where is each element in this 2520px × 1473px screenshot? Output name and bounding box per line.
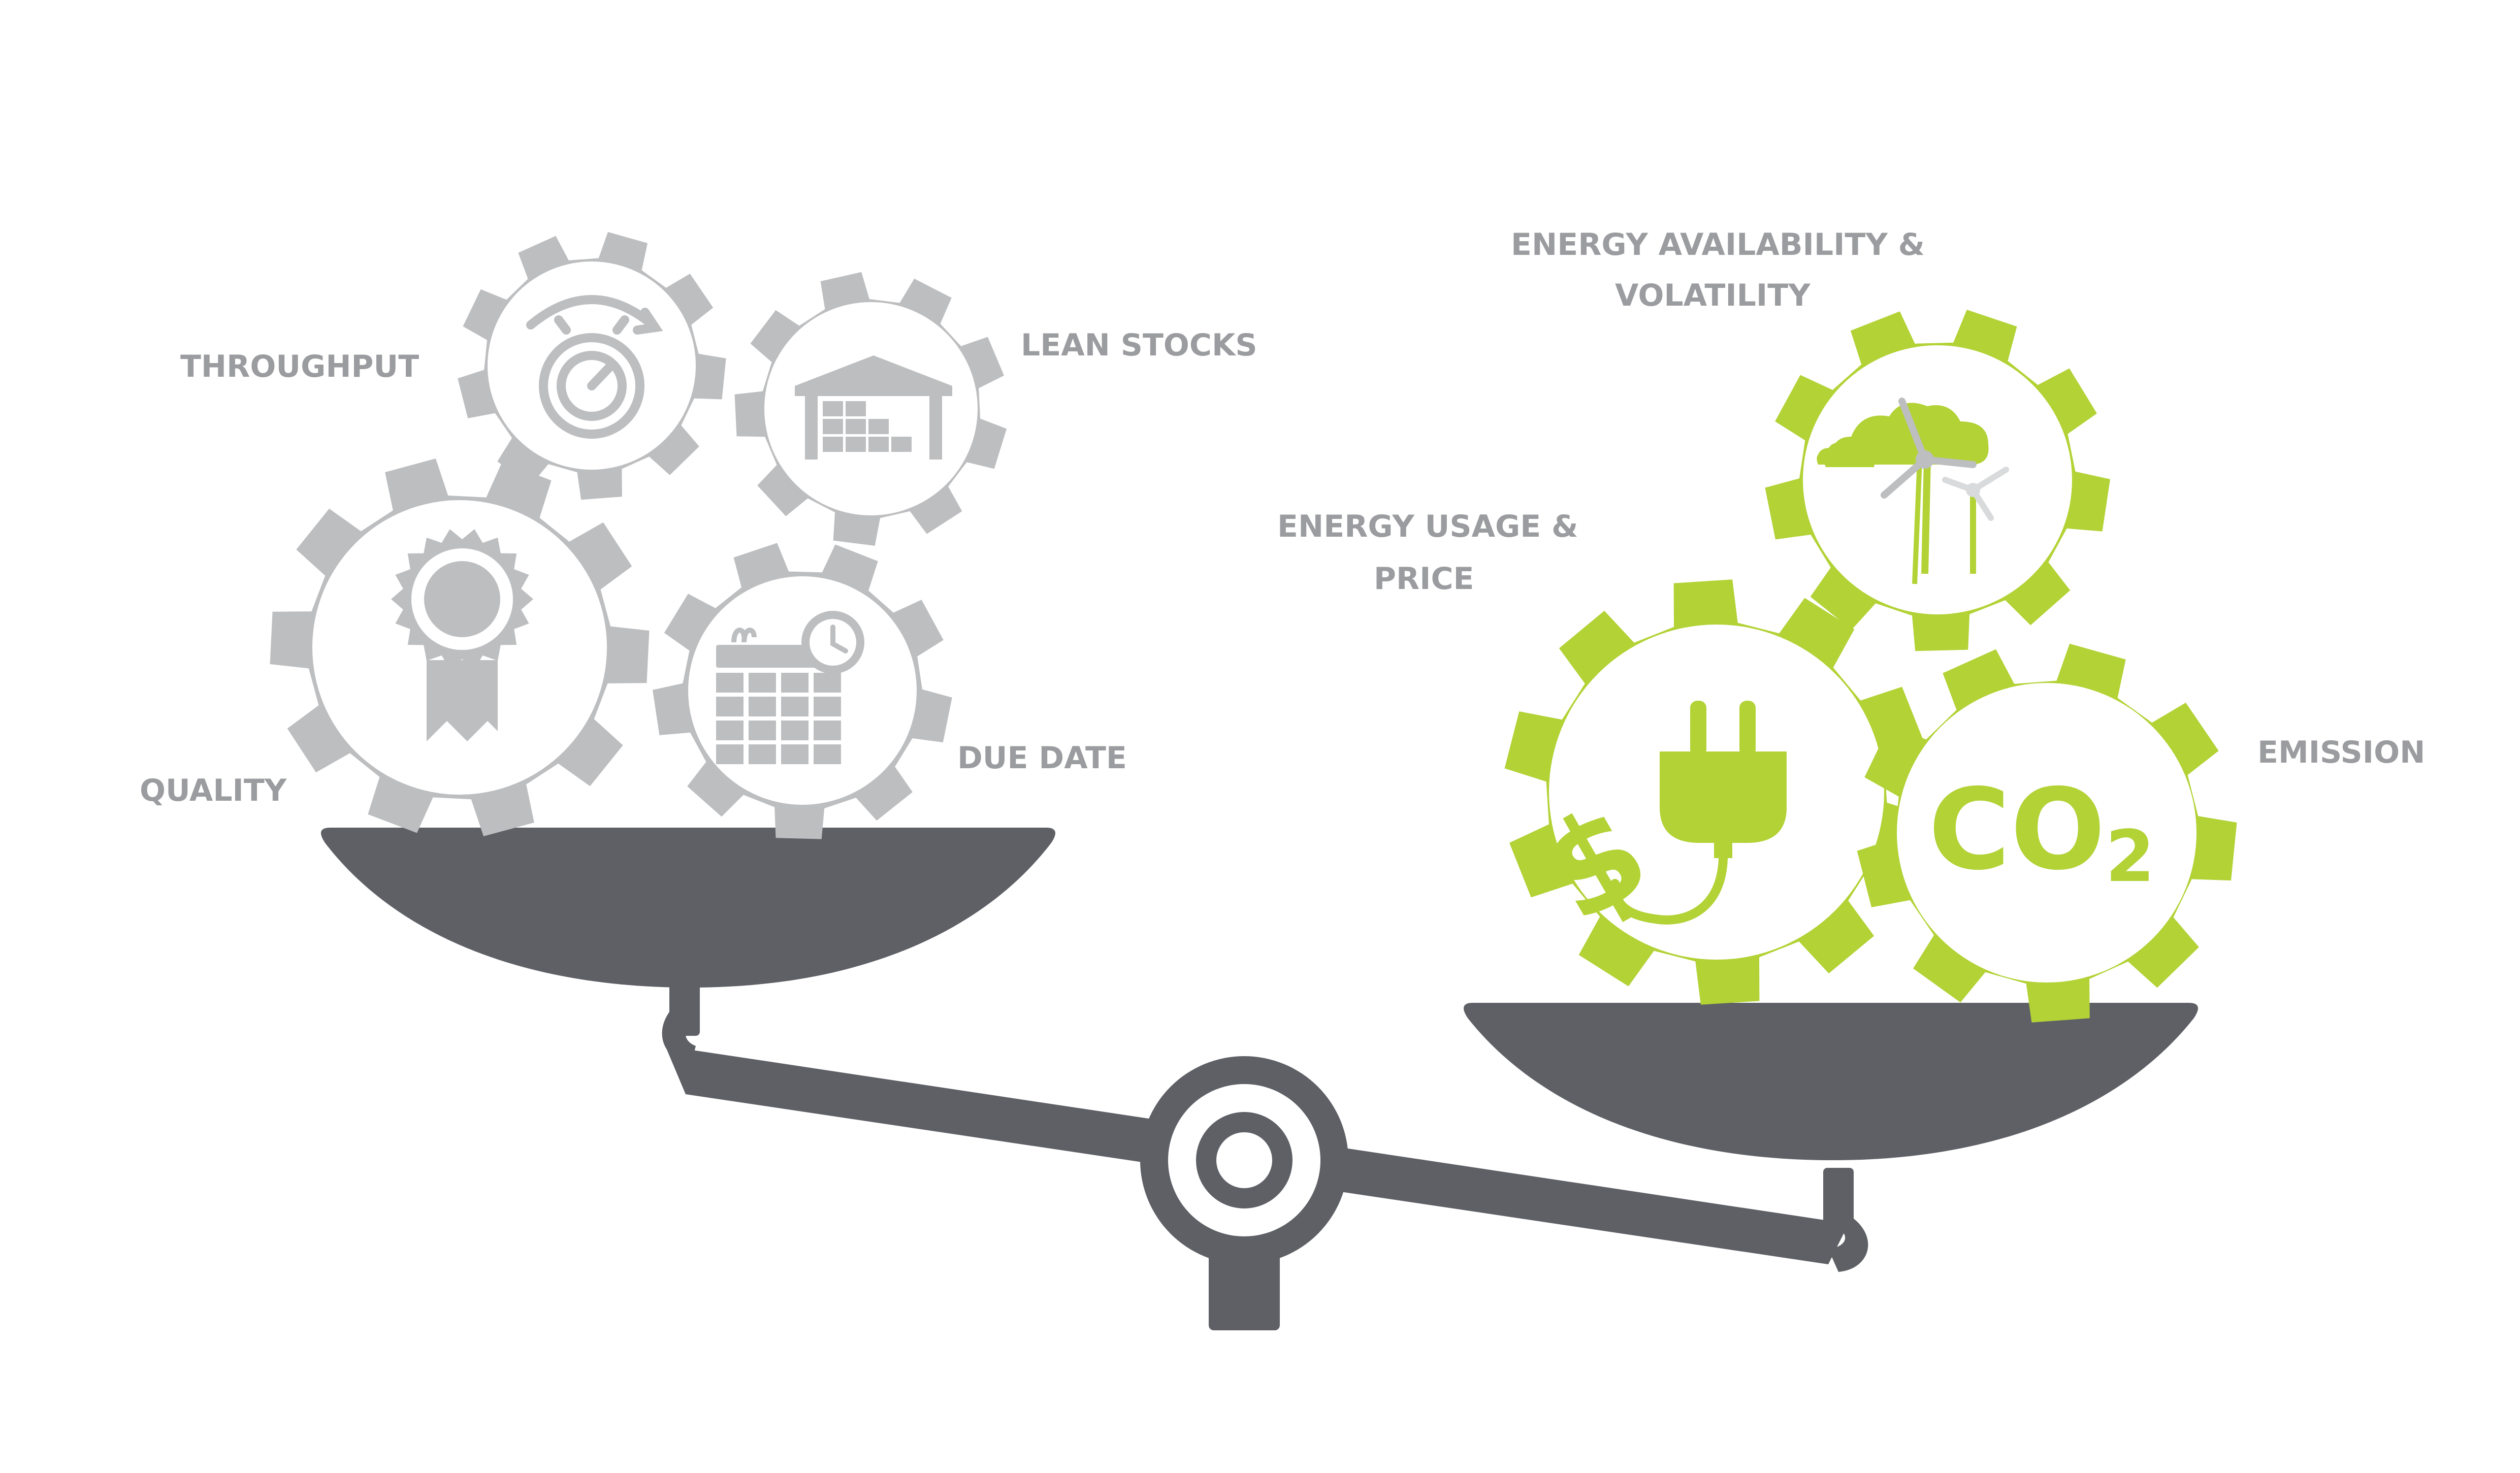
calendar-cell — [814, 744, 841, 764]
gear-energy-availability-hub — [1803, 345, 2072, 614]
co2-text: CO2 — [1928, 765, 2155, 898]
label-due-date: DUE DATE — [957, 740, 1127, 776]
co2-main: CO — [1928, 765, 2105, 895]
label-energy-availability-2: VOLATILITY — [1615, 278, 1811, 313]
storage-box — [868, 437, 889, 452]
label-emission: EMISSION — [2257, 735, 2425, 770]
calendar-cell — [749, 673, 776, 693]
calendar-cell — [716, 673, 744, 693]
left-pan — [321, 828, 1055, 988]
gear-energy-availability — [1765, 310, 2110, 651]
label-energy-usage-1: ENERGY USAGE & — [1277, 509, 1578, 544]
calendar-cell — [781, 673, 809, 693]
labels: THROUGHPUT LEAN STOCKS QUALITY DUE DATE … — [140, 227, 2425, 808]
stopwatch-icon — [526, 295, 663, 439]
left-hanger-post — [669, 975, 700, 1036]
calendar-cell — [781, 721, 809, 740]
warehouse-icon — [795, 355, 952, 460]
gear-lean-stocks-hub — [764, 302, 978, 515]
label-lean-stocks: LEAN STOCKS — [1021, 328, 1257, 363]
right-hook — [1828, 1219, 1868, 1272]
calendar-clock-icon — [716, 611, 864, 764]
gear-throughput — [458, 232, 726, 500]
storage-box — [868, 419, 889, 434]
pivot-hole — [1216, 1132, 1272, 1188]
storage-box — [823, 419, 843, 434]
calendar-cell — [716, 721, 744, 740]
label-energy-availability-1: ENERGY AVAILABILITY & — [1511, 227, 1925, 263]
storage-box — [823, 437, 843, 452]
wind-turbine-icon — [1817, 398, 2009, 584]
co2-icon: CO2 — [1928, 765, 2155, 898]
calendar-cell — [814, 673, 841, 693]
storage-box — [846, 401, 866, 416]
calendar-cell — [716, 744, 744, 764]
gears-group — [270, 232, 2237, 1023]
storage-box — [846, 419, 866, 434]
calendar-cell — [781, 744, 809, 764]
calendar-cell — [814, 721, 841, 740]
calendar-cell — [814, 697, 841, 716]
gear-emission — [1857, 643, 2237, 1023]
storage-box — [846, 437, 866, 452]
calendar-cell — [749, 744, 776, 764]
calendar-cell — [749, 721, 776, 740]
balance-scale — [321, 828, 2198, 1330]
label-energy-usage-2: PRICE — [1374, 561, 1474, 597]
right-hanger-post — [1823, 1168, 1854, 1224]
right-pan — [1464, 1003, 2198, 1160]
calendar-cell — [781, 697, 809, 716]
calendar-cell — [749, 697, 776, 716]
storage-box — [823, 401, 843, 416]
gear-lean-stocks — [734, 272, 1007, 546]
label-quality: QUALITY — [140, 773, 287, 808]
label-throughput: THROUGHPUT — [180, 349, 419, 384]
calendar-cell — [716, 697, 744, 716]
award-ribbon-icon — [391, 529, 533, 741]
gear-emission-hub — [1897, 683, 2196, 983]
storage-box — [891, 437, 912, 452]
co2-subscript: 2 — [2106, 815, 2155, 898]
